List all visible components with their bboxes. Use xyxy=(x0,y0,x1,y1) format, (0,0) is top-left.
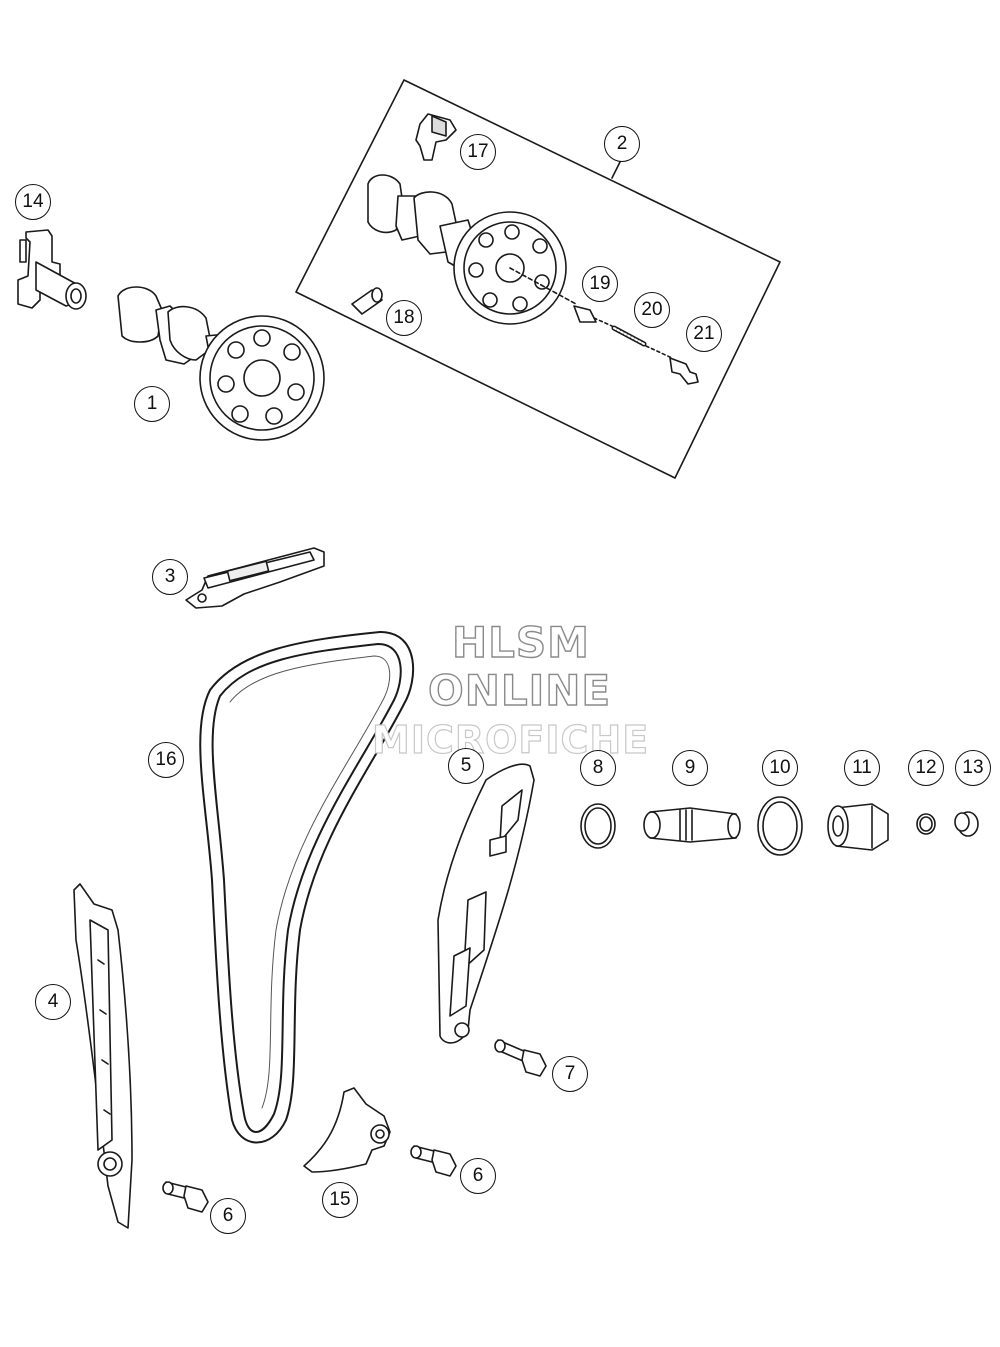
callout-part-13[interactable]: 13 xyxy=(955,750,991,786)
decompressor-part-17 xyxy=(415,113,457,161)
callout-part-14[interactable]: 14 xyxy=(15,184,51,220)
callout-part-10[interactable]: 10 xyxy=(762,750,798,786)
bearing-part-14 xyxy=(17,229,87,310)
callout-part-5[interactable]: 5 xyxy=(448,748,484,784)
camshaft-part-1 xyxy=(117,286,325,441)
timing-chain-part-16 xyxy=(199,631,415,1144)
guide-rail-part-5 xyxy=(437,763,535,1044)
callout-part-12[interactable]: 12 xyxy=(908,750,944,786)
o-ring-part-12 xyxy=(916,813,936,835)
plunger-part-9 xyxy=(643,807,741,843)
callout-part-3[interactable]: 3 xyxy=(152,559,188,595)
callout-part-15[interactable]: 15 xyxy=(322,1182,358,1218)
tensioner-rail-part-4 xyxy=(73,883,133,1229)
watermark-line-1: HLSM xyxy=(451,617,590,667)
callout-part-9[interactable]: 9 xyxy=(672,750,708,786)
callout-part-4[interactable]: 4 xyxy=(35,984,71,1020)
callout-part-18[interactable]: 18 xyxy=(386,300,422,336)
callout-part-2[interactable]: 2 xyxy=(604,126,640,162)
camshaft-part-2 xyxy=(367,174,577,325)
bolt-part-7 xyxy=(494,1039,547,1077)
callout-part-6a[interactable]: 6 xyxy=(210,1198,246,1234)
callout-part-19[interactable]: 19 xyxy=(582,266,618,302)
callout-part-20[interactable]: 20 xyxy=(634,292,670,328)
callout-part-6b[interactable]: 6 xyxy=(460,1158,496,1194)
callout-part-1[interactable]: 1 xyxy=(134,386,170,422)
callout-part-8[interactable]: 8 xyxy=(580,750,616,786)
plug-part-13 xyxy=(954,811,979,837)
sprocket xyxy=(199,315,325,441)
callout-part-11[interactable]: 11 xyxy=(844,750,880,786)
screw-plug-part-11 xyxy=(827,803,889,851)
callout-part-21[interactable]: 21 xyxy=(686,316,722,352)
plate-part-3 xyxy=(185,547,325,609)
watermark-line-2: ONLINE xyxy=(427,665,612,715)
bolt-part-21 xyxy=(669,357,699,385)
spring-part-20 xyxy=(611,325,647,347)
guide-part-15 xyxy=(303,1087,391,1173)
seal-ring-part-10 xyxy=(757,796,803,856)
callout-part-7[interactable]: 7 xyxy=(552,1056,588,1092)
pin-part-18 xyxy=(351,287,383,315)
o-ring-part-8 xyxy=(580,803,616,849)
bolt-part-6a xyxy=(162,1181,209,1213)
callout-part-16[interactable]: 16 xyxy=(148,742,184,778)
kit-frame xyxy=(295,79,781,479)
bolt-part-6b xyxy=(410,1145,457,1177)
pin-part-19 xyxy=(573,305,597,323)
callout-part-17[interactable]: 17 xyxy=(460,134,496,170)
